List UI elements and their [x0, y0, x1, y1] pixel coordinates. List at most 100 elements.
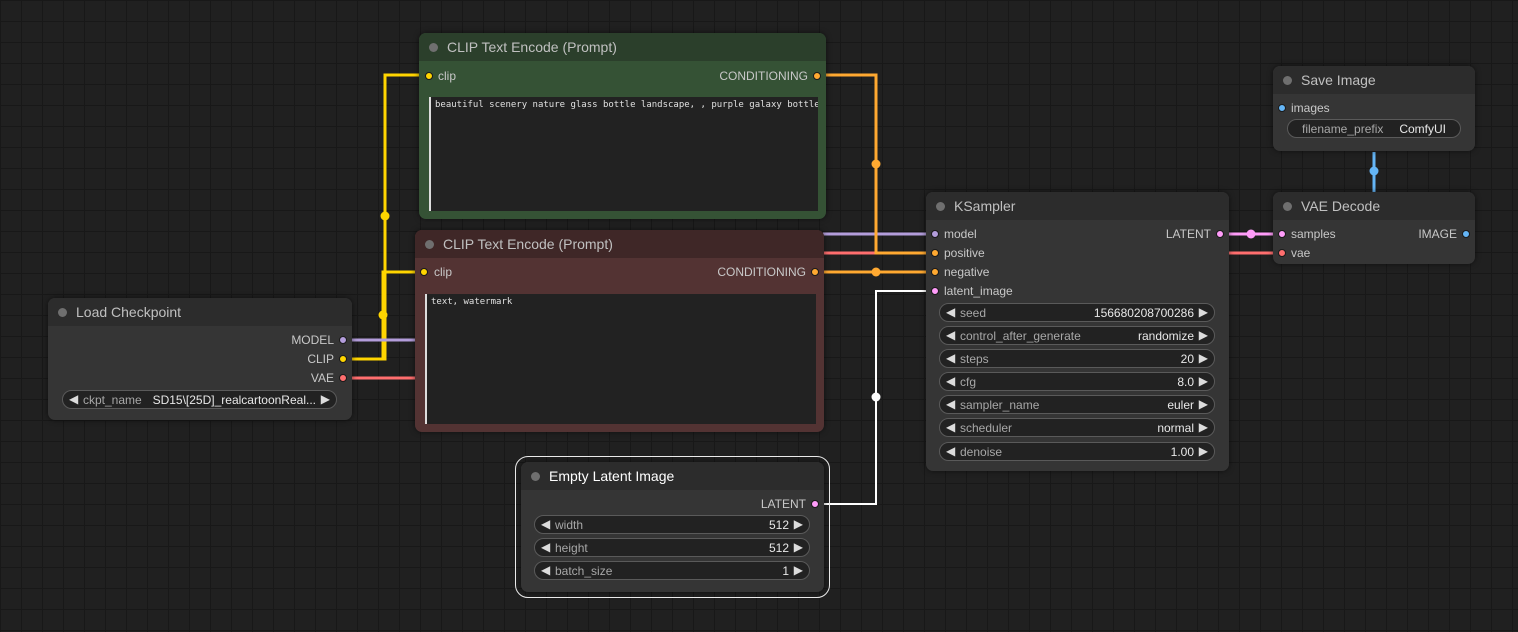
increment-arrow-icon[interactable]: ▶	[793, 517, 803, 531]
decrement-arrow-icon[interactable]: ◀	[541, 517, 551, 531]
increment-arrow-icon[interactable]: ▶	[1198, 444, 1208, 458]
collapse-dot-icon[interactable]	[1283, 202, 1292, 211]
vae-output-label: VAE	[310, 371, 334, 385]
increment-arrow-icon[interactable]: ▶	[793, 563, 803, 577]
decrement-arrow-icon[interactable]: ◀	[946, 374, 956, 388]
decrement-arrow-icon[interactable]: ◀	[946, 420, 956, 434]
latent-image-input-slot[interactable]	[931, 287, 939, 295]
node-title: Empty Latent Image	[549, 468, 675, 484]
clip-input-slot[interactable]	[420, 268, 428, 276]
node-title: CLIP Text Encode (Prompt)	[443, 236, 613, 252]
image-output-slot[interactable]	[1462, 230, 1470, 238]
empty-latent-image-node[interactable]: Empty Latent Image LATENT ◀ width 512 ▶ …	[515, 456, 830, 598]
clip-output-slot[interactable]	[339, 355, 347, 363]
collapse-dot-icon[interactable]	[936, 202, 945, 211]
node-title-bar[interactable]: CLIP Text Encode (Prompt)	[415, 230, 824, 258]
prompt-text-area[interactable]: text, watermark	[425, 294, 816, 424]
ckpt-name-combo[interactable]: ◀ ckpt_name SD15\[25D]_realcartoonReal..…	[62, 390, 337, 409]
decrement-arrow-icon[interactable]: ◀	[946, 397, 956, 411]
increment-arrow-icon[interactable]: ▶	[1198, 328, 1208, 342]
negative-input-slot[interactable]	[931, 268, 939, 276]
latent-output-slot[interactable]	[1216, 230, 1224, 238]
increment-arrow-icon[interactable]: ▶	[1198, 420, 1208, 434]
conditioning-output-label: CONDITIONING	[719, 69, 808, 83]
increment-arrow-icon[interactable]: ▶	[1198, 397, 1208, 411]
node-title-bar[interactable]: VAE Decode	[1273, 192, 1475, 220]
vae-decode-node[interactable]: VAE Decode samples IMAGE vae	[1273, 192, 1475, 264]
decrement-arrow-icon[interactable]: ◀	[946, 328, 956, 342]
wire-midpoint	[871, 159, 881, 169]
model-output-label: MODEL	[291, 333, 334, 347]
height-number-widget[interactable]: ◀ height 512 ▶	[534, 538, 810, 557]
widget-value: euler	[1167, 398, 1194, 412]
width-number-widget[interactable]: ◀ width 512 ▶	[534, 515, 810, 534]
node-title-bar[interactable]: CLIP Text Encode (Prompt)	[419, 33, 826, 61]
decrement-arrow-icon[interactable]: ◀	[69, 392, 79, 406]
positive-input-slot[interactable]	[931, 249, 939, 257]
conditioning-output-label: CONDITIONING	[717, 265, 806, 279]
decrement-arrow-icon[interactable]: ◀	[946, 305, 956, 319]
clip-text-encode-positive-node[interactable]: CLIP Text Encode (Prompt) clip CONDITION…	[419, 33, 826, 219]
collapse-dot-icon[interactable]	[1283, 76, 1292, 85]
node-title-bar[interactable]: Empty Latent Image	[521, 462, 824, 490]
node-title-bar[interactable]: Load Checkpoint	[48, 298, 352, 326]
widget-label: cfg	[960, 375, 977, 389]
scheduler-widget[interactable]: ◀ scheduler normal ▶	[939, 418, 1215, 437]
conditioning-output-slot[interactable]	[811, 268, 819, 276]
collapse-dot-icon[interactable]	[531, 472, 540, 481]
images-input-slot[interactable]	[1278, 104, 1286, 112]
decrement-arrow-icon[interactable]: ◀	[541, 540, 551, 554]
conditioning-output-slot[interactable]	[813, 72, 821, 80]
node-title: VAE Decode	[1301, 198, 1381, 214]
filename-prefix-widget[interactable]: filename_prefix ComfyUI	[1287, 119, 1461, 138]
collapse-dot-icon[interactable]	[58, 308, 67, 317]
collapse-dot-icon[interactable]	[429, 43, 438, 52]
widget-value: randomize	[1137, 329, 1194, 343]
vae-output-slot[interactable]	[339, 374, 347, 382]
widget-label: steps	[960, 352, 989, 366]
clip-text-encode-negative-node[interactable]: CLIP Text Encode (Prompt) clip CONDITION…	[415, 230, 824, 432]
load-checkpoint-node[interactable]: Load Checkpoint MODEL CLIP VAE ◀ ckpt_na…	[48, 298, 352, 420]
save-image-node[interactable]: Save Image images filename_prefix ComfyU…	[1273, 66, 1475, 151]
samples-input-slot[interactable]	[1278, 230, 1286, 238]
increment-arrow-icon[interactable]: ▶	[1198, 374, 1208, 388]
wire-midpoint	[1369, 166, 1379, 176]
prompt-text-area[interactable]: beautiful scenery nature glass bottle la…	[429, 97, 818, 211]
wire-midpoint	[871, 267, 881, 277]
denoise-widget[interactable]: ◀ denoise 1.00 ▶	[939, 442, 1215, 461]
decrement-arrow-icon[interactable]: ◀	[946, 444, 956, 458]
ksampler-node[interactable]: KSampler model LATENT positive negative …	[926, 192, 1229, 471]
model-input-slot[interactable]	[931, 230, 939, 238]
increment-arrow-icon[interactable]: ▶	[320, 392, 330, 406]
sampler-name-widget[interactable]: ◀ sampler_name euler ▶	[939, 395, 1215, 414]
decrement-arrow-icon[interactable]: ◀	[541, 563, 551, 577]
widget-label: height	[555, 541, 588, 555]
collapse-dot-icon[interactable]	[425, 240, 434, 249]
node-title-bar[interactable]: Save Image	[1273, 66, 1475, 94]
steps-widget[interactable]: ◀ steps 20 ▶	[939, 349, 1215, 368]
widget-value: 512	[768, 518, 789, 532]
widget-value: SD15\[25D]_realcartoonReal...	[152, 393, 316, 407]
image-output-label: IMAGE	[1418, 227, 1457, 241]
batch-size-number-widget[interactable]: ◀ batch_size 1 ▶	[534, 561, 810, 580]
clip-input-slot[interactable]	[425, 72, 433, 80]
increment-arrow-icon[interactable]: ▶	[1198, 351, 1208, 365]
node-title: Save Image	[1301, 72, 1376, 88]
increment-arrow-icon[interactable]: ▶	[793, 540, 803, 554]
control-after-generate-widget[interactable]: ◀ control_after_generate randomize ▶	[939, 326, 1215, 345]
widget-label: batch_size	[555, 564, 613, 578]
clip-input-label: clip	[434, 265, 453, 279]
latent-output-slot[interactable]	[811, 500, 819, 508]
widget-label: width	[555, 518, 584, 532]
clip-output-label: CLIP	[307, 352, 334, 366]
widget-label: ckpt_name	[83, 393, 142, 407]
vae-input-slot[interactable]	[1278, 249, 1286, 257]
cfg-widget[interactable]: ◀ cfg 8.0 ▶	[939, 372, 1215, 391]
decrement-arrow-icon[interactable]: ◀	[946, 351, 956, 365]
seed-widget[interactable]: ◀ seed 156680208700286 ▶	[939, 303, 1215, 322]
increment-arrow-icon[interactable]: ▶	[1198, 305, 1208, 319]
model-output-slot[interactable]	[339, 336, 347, 344]
node-title-bar[interactable]: KSampler	[926, 192, 1229, 220]
widget-label: sampler_name	[960, 398, 1040, 412]
widget-value: 1.00	[1170, 445, 1194, 459]
